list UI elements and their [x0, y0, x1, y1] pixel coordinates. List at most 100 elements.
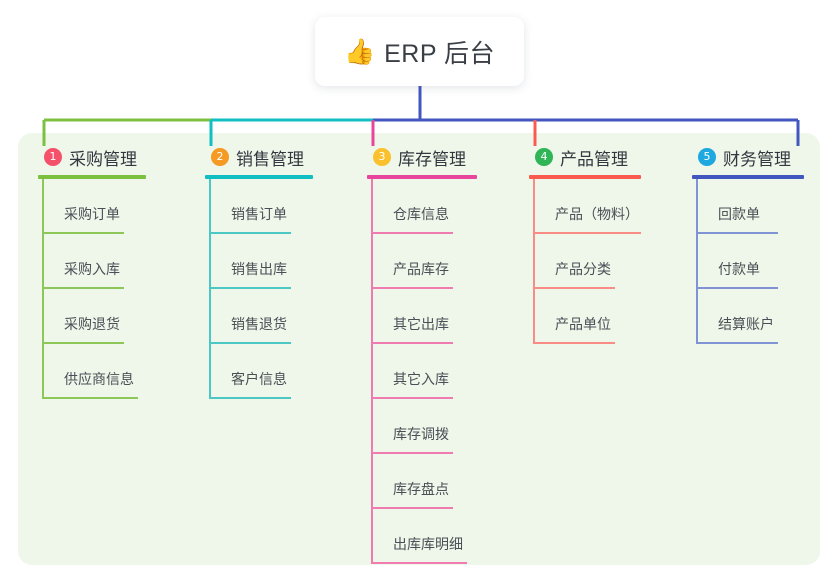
- diagram-panel: [18, 133, 820, 565]
- leaf-label: 出库库明细: [393, 536, 463, 552]
- thumbs-up-icon: 👍: [343, 38, 376, 66]
- branch-header-1[interactable]: 1 采购管理: [38, 145, 146, 169]
- branch-number-badge: 1: [44, 148, 62, 166]
- branch-title: 产品管理: [560, 149, 628, 169]
- leaf-label: 库存盘点: [393, 481, 449, 497]
- leaf-node[interactable]: 出库库明细: [367, 509, 477, 564]
- leaf-rule: [371, 232, 453, 234]
- branch-header-rule: [692, 175, 804, 179]
- leaf-node[interactable]: 结算账户: [692, 289, 804, 344]
- leaf-rule: [696, 342, 778, 344]
- branch-number-badge: 3: [373, 148, 391, 166]
- branch-column-1: 1 采购管理采购订单采购入库采购退货供应商信息: [38, 145, 146, 399]
- leaf-stem: [533, 179, 535, 234]
- leaf-stem: [371, 454, 373, 509]
- branch-title: 采购管理: [69, 149, 137, 169]
- leaf-stem: [42, 344, 44, 399]
- leaf-stem: [696, 289, 698, 344]
- leaf-stem: [533, 234, 535, 289]
- branch-header-4[interactable]: 4 产品管理: [529, 145, 641, 169]
- leaf-node[interactable]: 仓库信息: [367, 179, 477, 234]
- leaf-rule: [533, 232, 641, 234]
- leaf-label: 供应商信息: [64, 371, 134, 387]
- leaf-rule: [371, 397, 453, 399]
- leaf-node[interactable]: 产品分类: [529, 234, 641, 289]
- branch-column-2: 2 销售管理销售订单销售出库销售退货客户信息: [205, 145, 313, 399]
- leaf-node[interactable]: 回款单: [692, 179, 804, 234]
- leaf-stem: [42, 234, 44, 289]
- leaf-node[interactable]: 其它入库: [367, 344, 477, 399]
- leaf-label: 采购订单: [64, 206, 120, 222]
- leaf-label: 仓库信息: [393, 206, 449, 222]
- leaf-label: 产品分类: [555, 261, 611, 277]
- leaf-rule: [42, 287, 124, 289]
- leaf-node[interactable]: 产品单位: [529, 289, 641, 344]
- branch-number-badge: 5: [698, 148, 716, 166]
- leaf-label: 客户信息: [231, 371, 287, 387]
- leaf-node[interactable]: 库存调拨: [367, 399, 477, 454]
- leaf-node[interactable]: 产品库存: [367, 234, 477, 289]
- leaf-stem: [209, 179, 211, 234]
- leaf-stem: [371, 179, 373, 234]
- leaf-node[interactable]: 销售出库: [205, 234, 313, 289]
- leaf-stem: [371, 289, 373, 344]
- leaf-rule: [209, 232, 291, 234]
- leaf-node[interactable]: 其它出库: [367, 289, 477, 344]
- leaf-stem: [696, 234, 698, 289]
- branch-number-badge: 4: [535, 148, 553, 166]
- leaf-stem: [209, 234, 211, 289]
- leaf-node[interactable]: 销售退货: [205, 289, 313, 344]
- leaf-label: 其它出库: [393, 316, 449, 332]
- leaf-label: 产品单位: [555, 316, 611, 332]
- leaf-label: 采购入库: [64, 261, 120, 277]
- leaf-rule: [42, 342, 124, 344]
- root-node[interactable]: 👍 ERP 后台: [315, 17, 524, 86]
- leaf-node[interactable]: 付款单: [692, 234, 804, 289]
- leaf-rule: [42, 397, 138, 399]
- leaf-stem: [371, 234, 373, 289]
- leaf-stem: [209, 289, 211, 344]
- leaf-node[interactable]: 销售订单: [205, 179, 313, 234]
- branch-header-rule: [367, 175, 477, 179]
- root-node-title: ERP 后台: [384, 39, 496, 68]
- leaf-node[interactable]: 采购退货: [38, 289, 146, 344]
- leaf-node[interactable]: 采购入库: [38, 234, 146, 289]
- branch-number-badge: 2: [211, 148, 229, 166]
- branch-header-2[interactable]: 2 销售管理: [205, 145, 313, 169]
- leaf-label: 销售出库: [231, 261, 287, 277]
- branch-header-rule: [529, 175, 641, 179]
- leaf-stem: [371, 509, 373, 564]
- leaf-node[interactable]: 产品（物料）: [529, 179, 641, 234]
- leaf-stem: [42, 289, 44, 344]
- leaf-rule: [371, 287, 453, 289]
- leaf-stem: [371, 399, 373, 454]
- leaf-label: 采购退货: [64, 316, 120, 332]
- leaf-rule: [42, 232, 124, 234]
- leaf-node[interactable]: 供应商信息: [38, 344, 146, 399]
- leaf-rule: [371, 562, 467, 564]
- leaf-node[interactable]: 库存盘点: [367, 454, 477, 509]
- leaf-label: 回款单: [718, 206, 760, 222]
- leaf-rule: [371, 452, 453, 454]
- leaf-stem: [42, 179, 44, 234]
- leaf-label: 其它入库: [393, 371, 449, 387]
- leaf-label: 付款单: [718, 261, 760, 277]
- leaf-stem: [533, 289, 535, 344]
- branch-title: 销售管理: [236, 149, 304, 169]
- leaf-label: 产品库存: [393, 261, 449, 277]
- leaf-node[interactable]: 采购订单: [38, 179, 146, 234]
- leaf-rule: [209, 397, 291, 399]
- leaf-label: 销售退货: [231, 316, 287, 332]
- leaf-rule: [371, 507, 453, 509]
- branch-header-rule: [38, 175, 146, 179]
- leaf-node[interactable]: 客户信息: [205, 344, 313, 399]
- leaf-label: 结算账户: [718, 316, 774, 332]
- leaf-rule: [696, 287, 778, 289]
- leaf-rule: [533, 287, 615, 289]
- leaf-label: 产品（物料）: [555, 206, 639, 222]
